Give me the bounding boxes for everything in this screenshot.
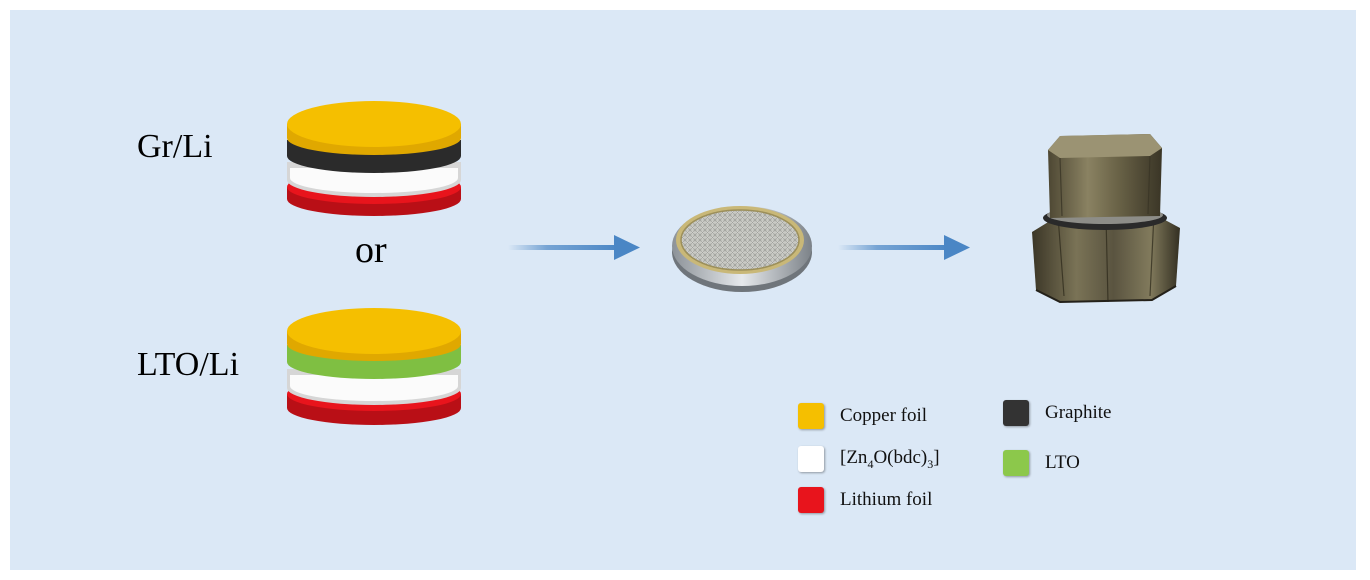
mof-swatch xyxy=(798,446,824,472)
legend-item-mof: [Zn4O(bdc)3] xyxy=(798,446,940,472)
swagelok-cell-photo xyxy=(1032,134,1180,304)
coin-cell-photo xyxy=(672,206,812,292)
copper-swatch xyxy=(798,403,824,429)
legend-item-lto: LTO xyxy=(1003,450,1080,476)
lto-swatch xyxy=(1003,450,1029,476)
legend-label-copper: Copper foil xyxy=(840,405,928,426)
arrow-right-icon xyxy=(838,235,970,260)
label-gr-li: Gr/Li xyxy=(137,128,213,165)
legend-label-mof: [Zn4O(bdc)3] xyxy=(840,446,940,471)
legend-label-graphite: Graphite xyxy=(1045,402,1112,423)
legend-label-lto: LTO xyxy=(1045,452,1080,473)
stack-graphite xyxy=(287,101,461,216)
label-or: or xyxy=(355,229,387,271)
lithium-swatch xyxy=(798,487,824,513)
stack-lto xyxy=(287,308,461,425)
legend-item-graphite: Graphite xyxy=(1003,400,1111,426)
arrow-right-icon xyxy=(508,235,640,260)
legend-label-lithium: Lithium foil xyxy=(840,489,933,510)
graphite-swatch xyxy=(1003,400,1029,426)
label-lto-li: LTO/Li xyxy=(137,346,240,383)
legend-item-copper-foil: Copper foil xyxy=(798,403,927,429)
legend-item-lithium-foil: Lithium foil xyxy=(798,487,932,513)
